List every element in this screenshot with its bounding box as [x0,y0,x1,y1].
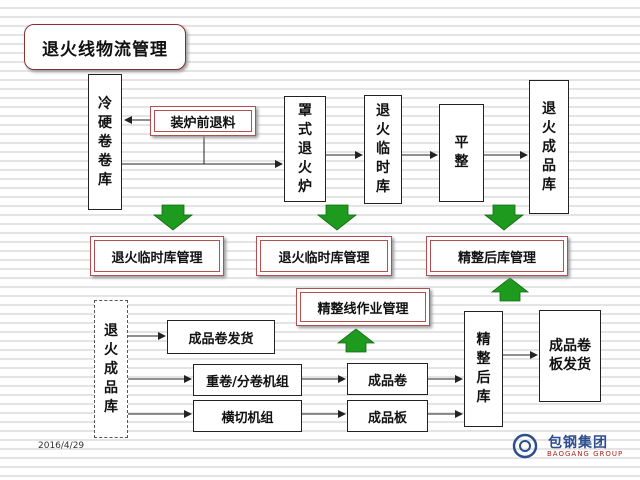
slide-date: 2016/4/29 [38,441,85,451]
cut-to-length-unit-box: 横切机组 [193,400,302,432]
anneal-product-store-box-bottom: 退火成品库 [94,300,128,438]
green-down-arrow-3 [483,204,525,231]
page-title: 退火线物流管理 [24,24,186,70]
anneal-product-store-box-top: 退火成品库 [529,80,569,214]
cold-coil-store-box: 冷硬卷卷库 [88,74,122,210]
coil-plate-shipping-box: 成品卷板发货 [539,310,601,402]
anneal-temp-store-mgmt-2: 退火临时库管理 [256,236,392,276]
recoil-slit-unit-box: 重卷/分卷机组 [193,364,302,396]
finishing-store-box: 精整后库 [464,311,503,427]
green-down-arrow-2 [316,204,358,231]
temper-box: 平整 [439,104,484,202]
product-plate-box: 成品板 [347,400,428,432]
finishing-store-mgmt: 精整后库管理 [426,236,568,276]
green-up-arrow-2 [336,328,376,353]
logo-emblem-icon [512,433,538,459]
green-down-arrow-1 [152,204,194,231]
anneal-temp-store-mgmt-1: 退火临时库管理 [90,236,224,276]
company-logo-text: 包钢集团 [548,435,608,451]
finishing-line-mgmt: 精整线作业管理 [296,288,430,326]
green-up-arrow-1 [490,277,530,302]
pre-furnace-return-box: 装炉前退料 [150,106,256,136]
bell-furnace-box: 罩式退火炉 [284,96,326,202]
coil-shipping-box: 成品卷发货 [167,320,275,354]
product-coil-box: 成品卷 [347,363,428,395]
company-logo-subtitle: BAOGANG GROUP [547,450,624,458]
anneal-temp-store-box: 退火临时库 [364,95,402,204]
